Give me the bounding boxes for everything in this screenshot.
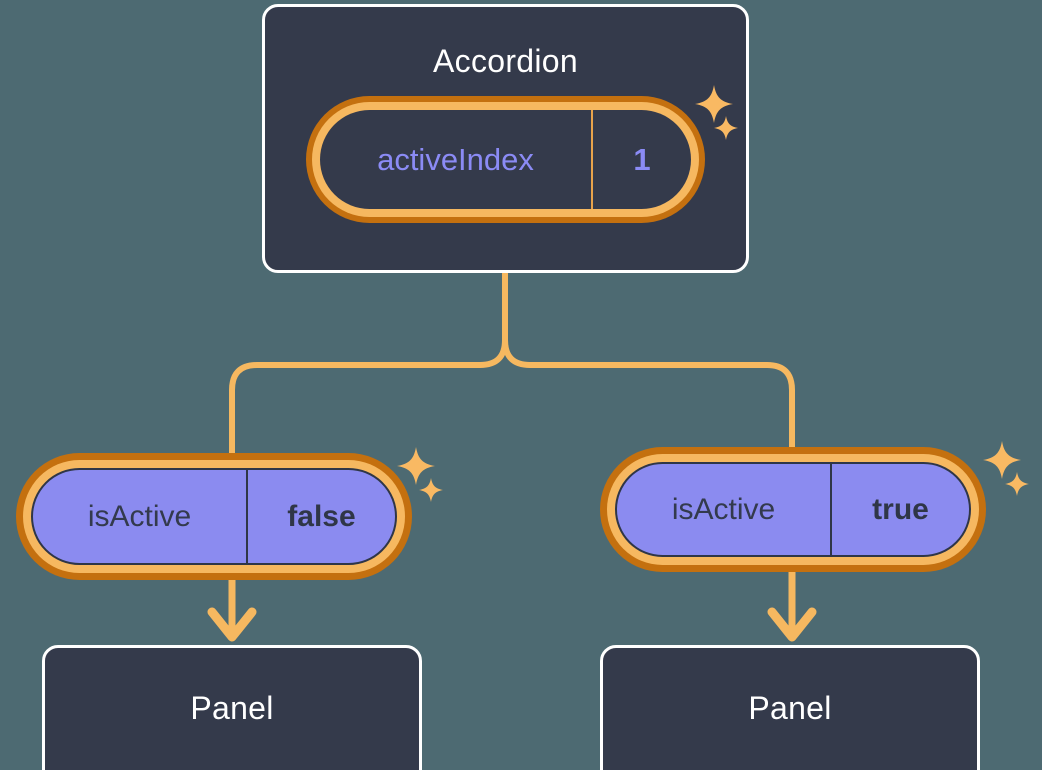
- sparkle-icon: [714, 116, 738, 140]
- panel-right-title: Panel: [748, 690, 832, 726]
- edge-accordion-to-right: [502, 271, 795, 453]
- left-prop-key: isActive: [87, 499, 192, 533]
- right-prop-value: true: [872, 492, 929, 526]
- sparkle-icon: [695, 85, 733, 123]
- panel-right-node[interactable]: Panel: [600, 645, 980, 770]
- edge-accordion-to-left: [229, 271, 508, 458]
- arrowhead-right: [767, 607, 817, 642]
- accordion-title: Accordion: [433, 43, 578, 79]
- left-prop-pill[interactable]: isActive false: [31, 468, 397, 565]
- accordion-state-pill[interactable]: activeIndex 1: [320, 110, 691, 209]
- panel-left-title: Panel: [190, 690, 274, 726]
- sparkle-icon: [419, 478, 443, 502]
- panel-left-node[interactable]: Panel: [42, 645, 422, 770]
- sparkle-icon: [983, 441, 1021, 479]
- pill-divider: [591, 110, 593, 209]
- left-prop-value: false: [287, 499, 356, 533]
- pill-divider: [830, 464, 832, 555]
- accordion-state-value: 1: [633, 141, 651, 177]
- right-prop-key: isActive: [671, 492, 776, 526]
- pill-divider: [246, 470, 248, 563]
- sparkle-icon: [1005, 472, 1029, 496]
- accordion-state-key: activeIndex: [377, 141, 534, 177]
- right-prop-pill[interactable]: isActive true: [615, 462, 971, 557]
- sparkle-icon: [397, 447, 435, 485]
- arrowhead-left: [207, 607, 257, 642]
